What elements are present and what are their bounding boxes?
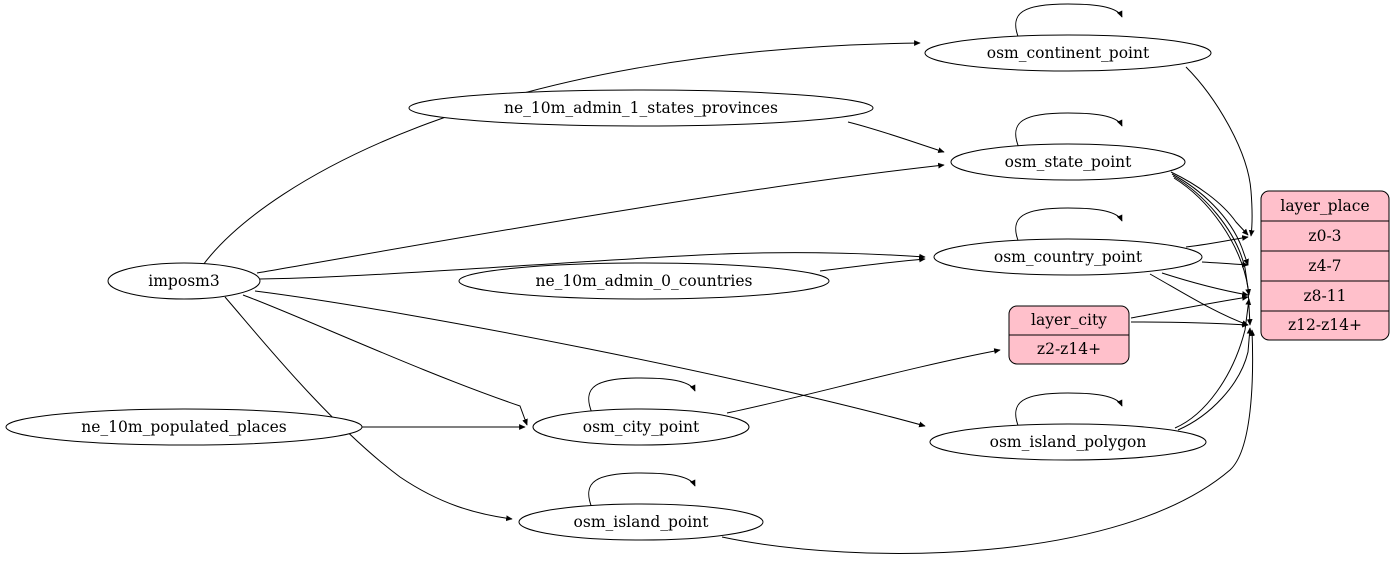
node-ne_10m_admin_0_countries[interactable]: ne_10m_admin_0_countries (458, 262, 830, 300)
record-node-layer_place[interactable]: layer_place z0-3 z4-7 z8-11 z12-z14+ (1260, 190, 1390, 341)
node-label-imposm3: imposm3 (148, 272, 219, 290)
edge-imposm3-to-osm_continent_point (202, 43, 920, 266)
edge-osm_island_polygon-to-layer_place-z8-11 (1174, 299, 1249, 429)
record-title-layer_city: layer_city (1031, 311, 1107, 329)
edge-osm_city_point-to-layer_city-z2-z14+ (726, 350, 1000, 414)
node-label-osm_city_point: osm_city_point (583, 418, 700, 436)
record-row-layer_place-z0-3[interactable]: z0-3 (1308, 227, 1341, 245)
record-row-layer_place-z12-z14[interactable]: z12-z14+ (1288, 316, 1362, 334)
edge-imposm3-to-osm_state_point (256, 165, 944, 274)
node-label-osm_continent_point: osm_continent_point (987, 44, 1150, 62)
node-osm_continent_point[interactable]: osm_continent_point (924, 34, 1212, 72)
selfloop-osm_island_point (588, 472, 696, 509)
node-label-osm_country_point: osm_country_point (994, 248, 1143, 266)
edge-imposm3-to-osm_country_point (259, 252, 925, 280)
node-ne_10m_populated_places[interactable]: ne_10m_populated_places (5, 408, 363, 446)
edges-layer (202, 3, 1253, 554)
node-label-ne_10m_populated_places: ne_10m_populated_places (81, 418, 286, 436)
node-label-osm_island_point: osm_island_point (574, 513, 710, 531)
record-row-layer_place-z8-11[interactable]: z8-11 (1304, 287, 1347, 305)
edge-imposm3-to-osm_island_point (224, 296, 512, 519)
record-node-layer_city[interactable]: layer_city z2-z14+ (1008, 305, 1130, 365)
selfloop-osm_city_point (588, 377, 696, 414)
edge-imposm3-to-osm_island_polygon (254, 290, 925, 426)
selfloop-osm_state_point (1015, 112, 1123, 149)
edge-osm_state_point-to-layer_place-z12-z14+ (1173, 177, 1250, 325)
node-osm_country_point[interactable]: osm_country_point (933, 238, 1203, 276)
node-osm_city_point[interactable]: osm_city_point (532, 408, 750, 446)
edge-osm_continent_point-to-layer_place-z0-3 (1185, 66, 1252, 236)
node-label-osm_island_polygon: osm_island_polygon (990, 433, 1147, 451)
edge-osm_state_point-to-layer_place-z8-11 (1172, 175, 1249, 295)
edge-layer_city-to-layer_place-z8-11 (1130, 297, 1248, 319)
selfloop-osm_country_point (1015, 207, 1123, 244)
edge-osm_state_point-to-layer_place-z0-3 (1170, 171, 1248, 235)
edge-osm_state_point-to-layer_place-z4-7 (1171, 173, 1248, 265)
nodes-layer: imposm3 ne_10m_populated_places ne_10m_a… (5, 34, 1390, 541)
node-label-ne_10m_admin_1_states_provinces: ne_10m_admin_1_states_provinces (504, 99, 778, 117)
node-osm_island_polygon[interactable]: osm_island_polygon (929, 423, 1207, 461)
edge-ne_10m_admin_0_countries-to-osm_country_point (819, 259, 925, 272)
node-label-ne_10m_admin_0_countries: ne_10m_admin_0_countries (536, 272, 753, 290)
node-osm_island_point[interactable]: osm_island_point (518, 503, 764, 541)
edge-ne_10m_admin_1_states_provinces-to-osm_state_point (847, 121, 944, 152)
edge-layer_city-to-layer_place-z12-z14+ (1130, 321, 1248, 325)
node-ne_10m_admin_1_states_provinces[interactable]: ne_10m_admin_1_states_provinces (408, 89, 874, 127)
edge-imposm3-to-osm_city_point (242, 294, 527, 425)
node-osm_state_point[interactable]: osm_state_point (950, 143, 1186, 181)
record-row-layer_place-z4-7[interactable]: z4-7 (1308, 257, 1341, 275)
record-title-layer_place: layer_place (1280, 197, 1369, 215)
edge-osm_country_point-to-layer_place-z4-7 (1201, 261, 1248, 265)
record-row-layer_city-z2-z14[interactable]: z2-z14+ (1037, 340, 1101, 358)
edge-osm_country_point-to-layer_place-z8-11 (1161, 272, 1248, 295)
edge-osm_country_point-to-layer_place-z0-3 (1185, 237, 1248, 248)
edge-osm_country_point-to-layer_place-z12-z14+ (1149, 273, 1248, 325)
selfloop-osm_island_polygon (1015, 392, 1123, 429)
node-imposm3[interactable]: imposm3 (107, 262, 261, 300)
node-label-osm_state_point: osm_state_point (1005, 153, 1133, 171)
edge-osm_island_point-to-layer_place-z12-z14+ (721, 330, 1253, 554)
edge-osm_island_polygon-to-layer_place-z12-z14+ (1177, 328, 1250, 431)
selfloop-osm_continent_point (1015, 3, 1123, 40)
